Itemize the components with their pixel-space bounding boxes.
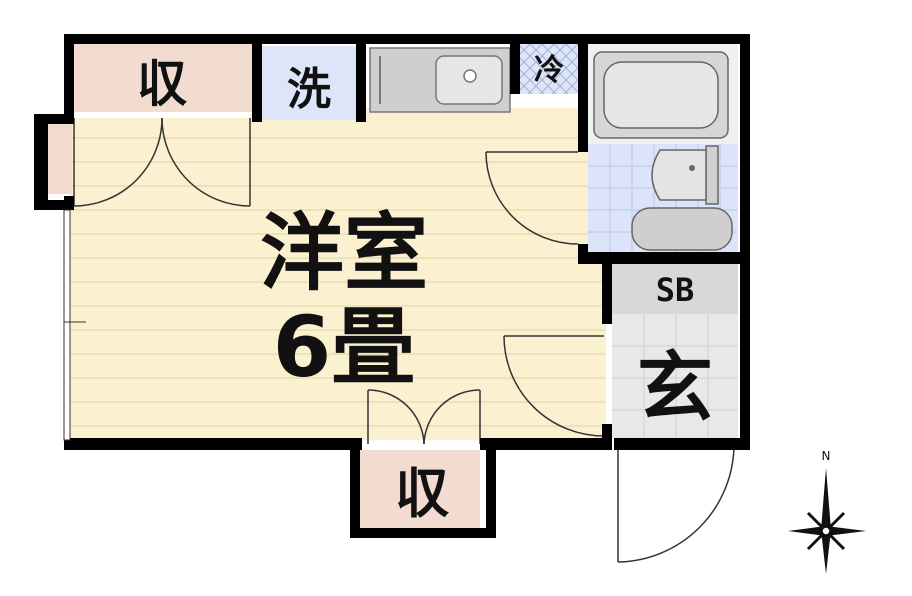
entrance-floor	[612, 314, 738, 438]
fridge-hatch	[519, 43, 579, 95]
kitchen-floor	[360, 108, 578, 164]
washer-label: 洗	[287, 64, 331, 115]
western-room-size: 6畳	[273, 298, 415, 396]
shoe-box-label: SB	[656, 271, 695, 309]
toilet	[651, 145, 719, 205]
walls	[34, 34, 750, 538]
closet-top-door-lintel	[74, 112, 250, 118]
washbasin	[631, 207, 733, 251]
shoe-box-area	[612, 264, 738, 314]
entrance-tile-grid	[612, 314, 738, 438]
compass-north-label: N	[822, 449, 831, 463]
closet-side-floor	[48, 118, 72, 194]
bathtub	[593, 51, 729, 139]
closet-top-label: 収	[137, 55, 187, 113]
window	[63, 209, 71, 441]
closet-bottom-label: 収	[395, 462, 449, 525]
entrance-label: 玄	[637, 343, 713, 432]
kitchen-sink	[369, 47, 511, 113]
compass-needle	[821, 468, 831, 574]
western-room-name: 洋室	[260, 204, 428, 302]
floor-fills	[48, 43, 738, 530]
fridge-label: 冷	[534, 53, 564, 88]
closet-bottom-floor	[360, 450, 480, 530]
floor-board-lines	[70, 137, 606, 427]
washer-area	[262, 46, 356, 120]
doors	[73, 117, 735, 563]
compass: N	[788, 449, 866, 574]
compass-center	[821, 526, 831, 536]
closet-top-floor	[72, 44, 252, 112]
